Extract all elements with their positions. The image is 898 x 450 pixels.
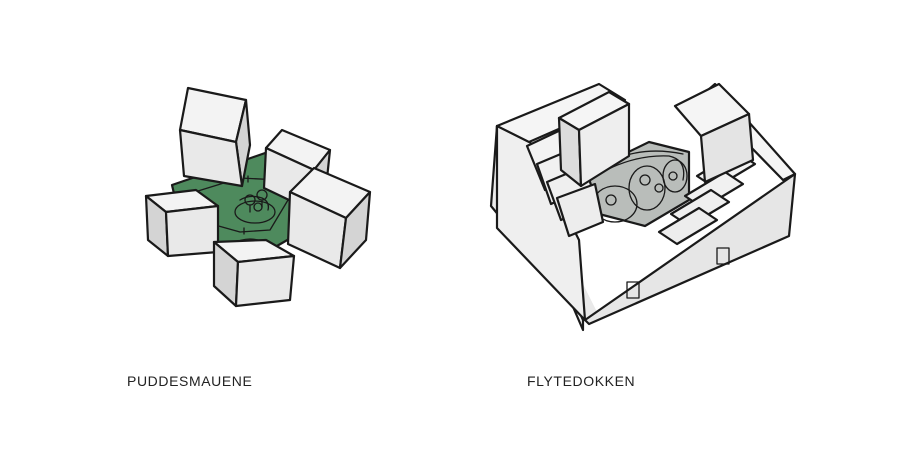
building-block-west (144, 188, 220, 258)
figure-flytedokken: FLYTEDOKKEN (449, 0, 898, 450)
building-block-east (286, 166, 372, 270)
flytedokken-drawing (489, 82, 797, 332)
caption-flytedokken: FLYTEDOKKEN (527, 373, 636, 389)
building-massing (489, 82, 797, 332)
caption-puddesmauene: PUDDESMAUENE (127, 373, 253, 389)
puddesmauene-drawing (144, 86, 372, 308)
terraces-east (657, 82, 757, 246)
trees (605, 171, 678, 206)
trees (244, 189, 268, 213)
building-tower-center (557, 90, 631, 188)
building-tower-north (178, 86, 252, 188)
figure-puddesmauene: PUDDESMAUENE (127, 86, 372, 389)
building-block-south (212, 238, 296, 308)
